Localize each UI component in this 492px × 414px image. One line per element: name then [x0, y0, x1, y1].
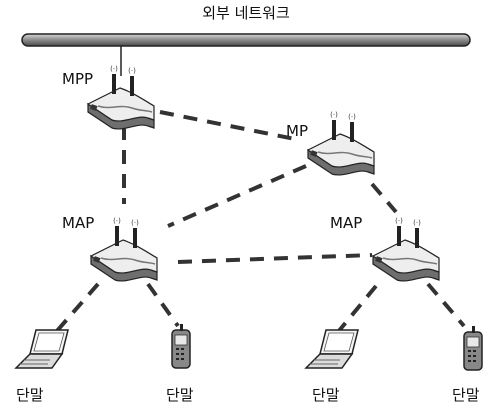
terminal-label-1: 단말 — [16, 388, 44, 403]
router-icon-map-left — [91, 217, 157, 281]
terminal-label-3: 단말 — [312, 388, 340, 403]
external-network-bus — [22, 34, 470, 46]
link-mp-map-right — [372, 184, 396, 212]
terminal-label-2: 단말 — [166, 388, 194, 403]
phone-icon-2 — [172, 324, 190, 368]
link-map-left-phone — [148, 284, 178, 326]
link-mpp-mp — [160, 112, 300, 140]
phone-icon-4 — [464, 326, 482, 370]
external-network-label: 외부 네트워크 — [0, 6, 492, 21]
node-label-map-right: MAP — [330, 216, 362, 231]
link-map-left-map-right — [178, 255, 372, 262]
router-icon-map-right — [373, 217, 439, 281]
link-map-left-laptop — [56, 284, 98, 332]
node-label-map-left: MAP — [62, 216, 94, 231]
node-label-mp: MP — [286, 124, 308, 139]
link-map-right-phone — [428, 284, 464, 326]
laptop-icon-3 — [306, 330, 358, 368]
node-label-mpp: MPP — [62, 72, 93, 87]
link-map-right-laptop — [338, 286, 376, 332]
terminal-label-4: 단말 — [452, 388, 480, 403]
laptop-icon-1 — [16, 330, 68, 368]
link-mp-map-left — [168, 166, 306, 226]
router-icon-mp — [308, 111, 374, 175]
